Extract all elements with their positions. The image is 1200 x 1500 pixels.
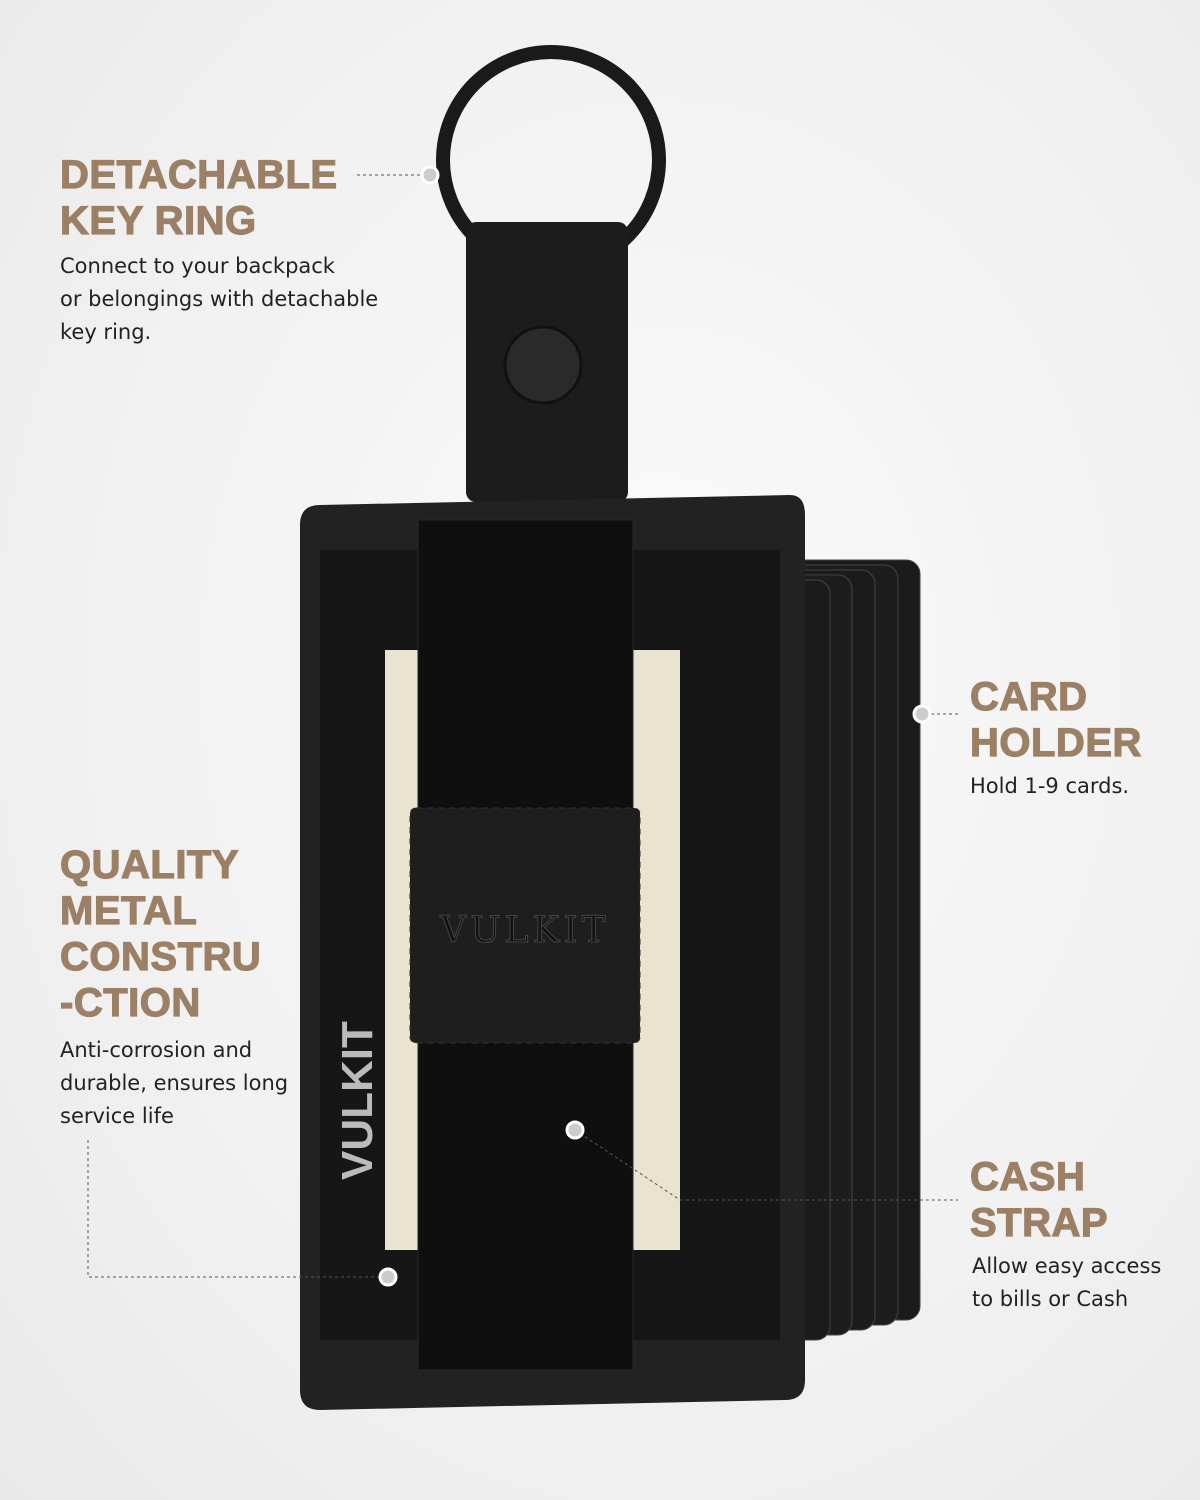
title-line: CASH — [969, 1154, 1086, 1199]
title-line: STRAP — [969, 1200, 1109, 1245]
card-holder-dot — [912, 704, 932, 724]
title-line: METAL — [59, 888, 198, 933]
title-line: HOLDER — [969, 720, 1142, 765]
card-brand-text: VULKIT — [333, 1021, 382, 1180]
desc-line: Allow easy access — [972, 1254, 1162, 1278]
desc-line: service life — [60, 1104, 174, 1128]
brand-patch-text: VULKIT — [439, 910, 609, 951]
cash-strap-desc: Allow easy access to bills or Cash — [972, 1250, 1161, 1316]
metal-dot — [378, 1267, 398, 1287]
title-line: KEY RING — [59, 198, 257, 243]
desc-line: Connect to your backpack — [60, 254, 335, 278]
desc-line: durable, ensures long — [60, 1071, 289, 1095]
desc-line: Hold 1-9 cards. — [970, 774, 1130, 798]
desc-line: to bills or Cash — [972, 1287, 1129, 1311]
key-ring-dot — [420, 165, 440, 185]
desc-line: Anti-corrosion and — [60, 1038, 253, 1062]
desc-line: or belongings with detachable — [60, 287, 379, 311]
cash-strap-dot — [565, 1120, 585, 1140]
card-holder-desc: Hold 1-9 cards. — [970, 770, 1129, 803]
title-line: DETACHABLE — [59, 152, 338, 197]
key-ring-desc: Connect to your backpack or belongings wi… — [60, 250, 378, 349]
title-line: CARD — [969, 674, 1088, 719]
title-line: CONSTRU — [59, 934, 262, 979]
callout-lines — [87, 174, 960, 1278]
desc-line: key ring. — [60, 320, 152, 344]
snap-button — [503, 325, 583, 405]
title-line: QUALITY — [59, 842, 240, 887]
title-line: -CTION — [59, 980, 201, 1025]
brand-patch — [409, 807, 641, 1044]
metal-desc: Anti-corrosion and durable, ensures long s… — [60, 1034, 288, 1133]
